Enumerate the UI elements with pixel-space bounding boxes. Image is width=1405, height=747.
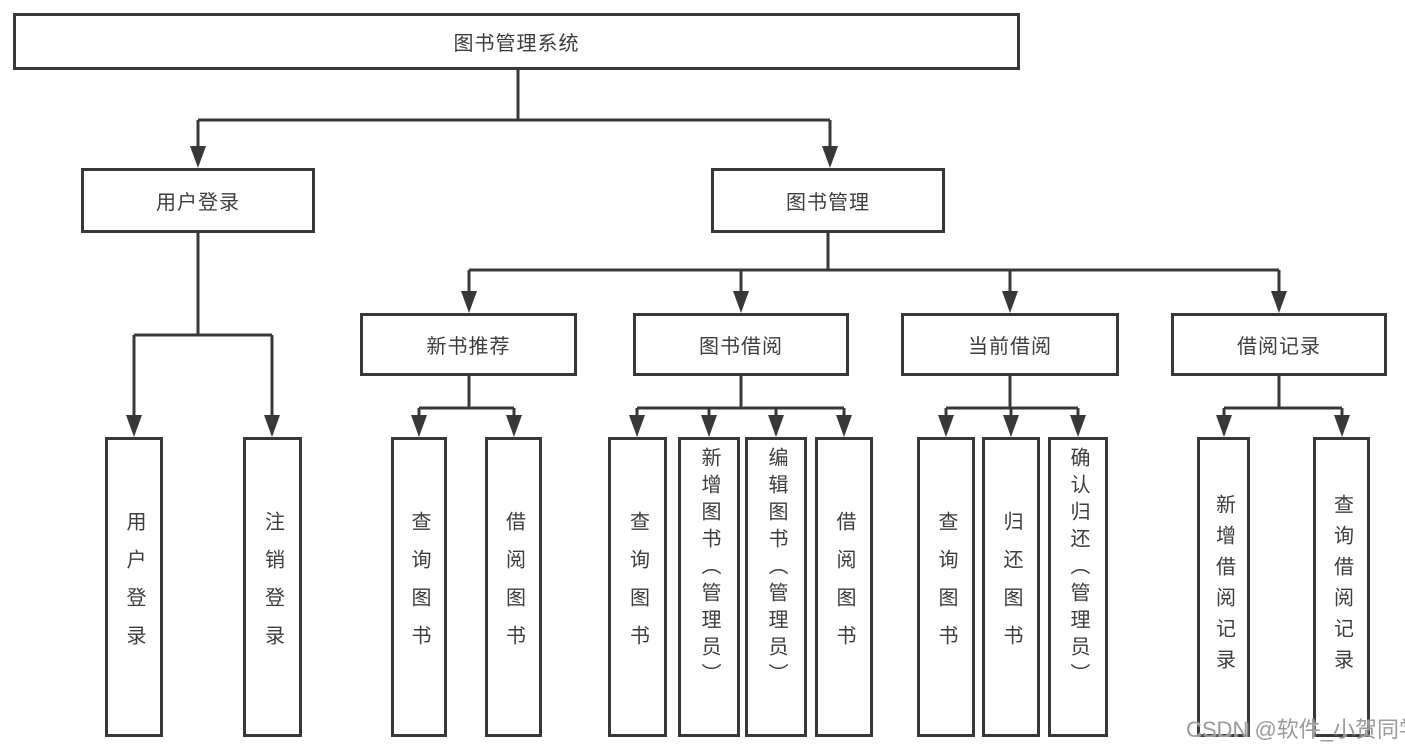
node-book-borrow: 图书借阅 <box>633 313 849 376</box>
leaf-br-add-record: 新增借阅记录 <box>1197 437 1250 737</box>
node-user-login-label: 用户登录 <box>156 192 240 214</box>
leaf-cb-return-books: 归还图书 <box>982 437 1040 737</box>
node-borrow-record-label: 借阅记录 <box>1237 336 1321 358</box>
leaf-bb-borrow-books-label: 借阅图书 <box>833 511 855 663</box>
node-root: 图书管理系统 <box>13 13 1020 70</box>
node-book-borrow-label: 图书借阅 <box>699 336 783 358</box>
leaf-br-query-record-label: 查询借阅记录 <box>1330 494 1353 680</box>
node-user-login: 用户登录 <box>81 168 315 233</box>
leaf-br-query-record: 查询借阅记录 <box>1313 437 1370 737</box>
arrowheads <box>126 146 1350 437</box>
node-new-book-rec-label: 新书推荐 <box>426 336 511 358</box>
leaf-bb-borrow-books: 借阅图书 <box>815 437 873 737</box>
node-book-mgmt-label: 图书管理 <box>786 192 870 214</box>
leaf-bb-query-books-label: 查询图书 <box>626 511 649 663</box>
csdn-watermark: CSDN @软件_小贺同学 <box>1186 717 1405 742</box>
leaf-nbr-query-books: 查询图书 <box>391 437 447 737</box>
leaf-cb-return-books-label: 归还图书 <box>1000 511 1022 663</box>
node-current-borrow-label: 当前借阅 <box>968 336 1052 358</box>
leaf-bb-edit-books-admin-label: 编辑图书（管理员） <box>765 447 787 690</box>
leaf-bb-add-books-admin: 新增图书（管理员） <box>678 437 740 737</box>
leaf-cb-query-books-label: 查询图书 <box>935 511 957 663</box>
leaf-nbr-query-books-label: 查询图书 <box>408 511 430 663</box>
leaf-user-login: 用户登录 <box>105 437 163 737</box>
node-new-book-rec: 新书推荐 <box>360 313 577 376</box>
leaf-logout-label: 注销登录 <box>261 511 284 663</box>
leaf-bb-edit-books-admin: 编辑图书（管理员） <box>745 437 807 737</box>
node-borrow-record: 借阅记录 <box>1171 313 1387 376</box>
node-current-borrow: 当前借阅 <box>901 313 1119 376</box>
leaf-bb-add-books-admin-label: 新增图书（管理员） <box>698 447 720 690</box>
leaf-cb-query-books: 查询图书 <box>917 437 975 737</box>
leaf-user-login-label: 用户登录 <box>123 511 145 663</box>
node-root-label: 图书管理系统 <box>453 33 580 55</box>
leaf-nbr-borrow-books-label: 借阅图书 <box>502 511 525 663</box>
leaf-logout: 注销登录 <box>243 437 302 737</box>
leaf-cb-confirm-return-admin: 确认归还（管理员） <box>1048 437 1108 737</box>
leaf-cb-confirm-return-admin-label: 确认归还（管理员） <box>1067 447 1089 690</box>
leaf-br-add-record-label: 新增借阅记录 <box>1212 494 1235 680</box>
leaf-bb-query-books: 查询图书 <box>608 437 667 737</box>
node-book-mgmt: 图书管理 <box>711 168 945 233</box>
leaf-nbr-borrow-books: 借阅图书 <box>485 437 542 737</box>
